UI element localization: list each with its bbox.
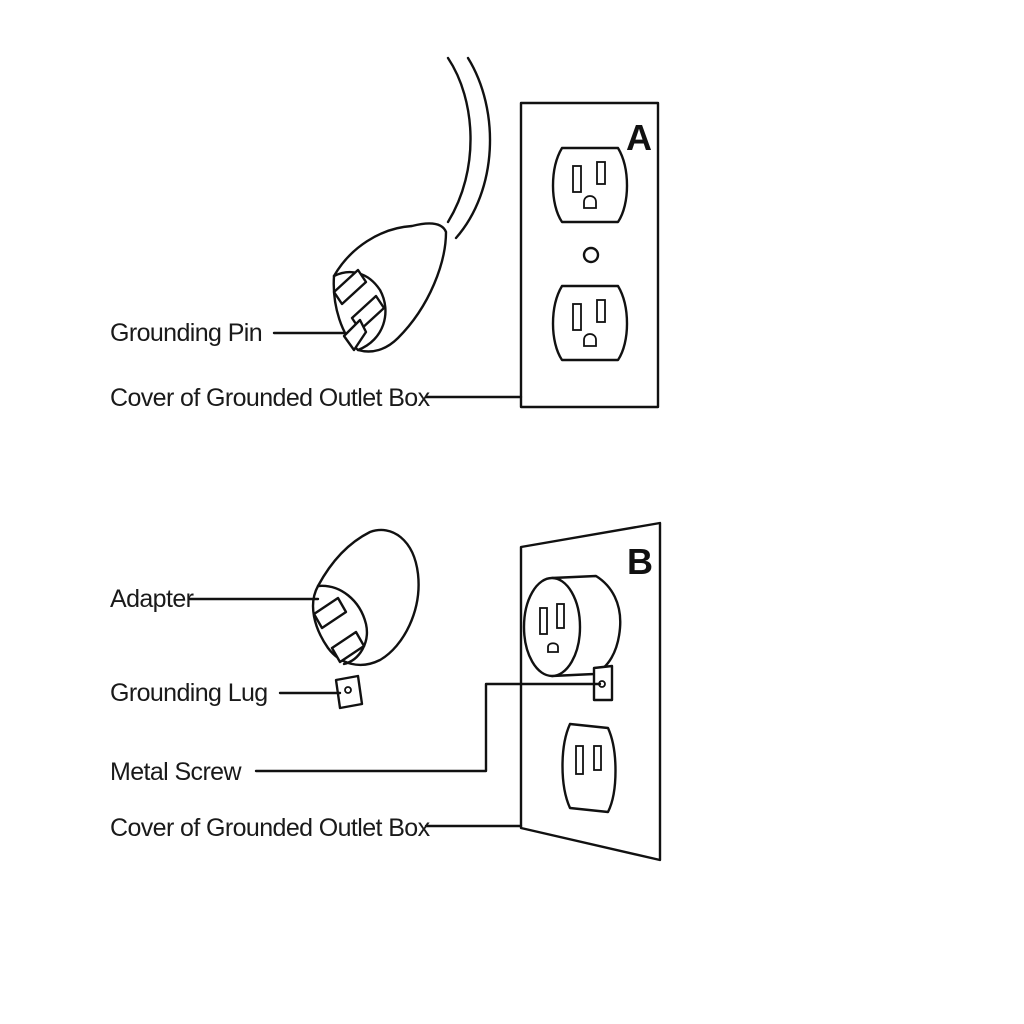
receptacle-b-bottom [561,722,617,814]
label-metal-screw: Metal Screw [110,758,242,786]
cover-screw [582,246,600,264]
label-adapter: Adapter [110,585,194,613]
adapter-body [311,528,420,667]
leader-metal-screw [254,682,602,773]
grounding-pin [342,318,368,352]
adapter-blade-top [312,596,348,630]
metal-screw [592,664,614,702]
panel-letter-b: B [627,541,653,582]
adapter-blade-bottom [330,630,366,664]
panel-a: A Grounding Pin Cover of Grounded Outlet… [110,56,660,412]
adapter-face [316,584,369,666]
panel-letter-a: A [626,117,652,158]
plug-face [332,270,387,352]
installed-adapter [522,574,622,678]
label-grounding-lug: Grounding Lug [110,679,268,707]
power-cord [446,56,492,240]
plug-blade-top [332,268,368,306]
panel-b: B Adapter Grounding Lug Metal Screw [110,521,662,862]
label-grounding-pin: Grounding Pin [110,319,262,347]
label-cover-b: Cover of Grounded Outlet Box [110,814,431,842]
grounding-lug-hole [344,686,352,694]
receptacle-bottom [551,284,629,362]
label-cover-a: Cover of Grounded Outlet Box [110,384,431,412]
receptacle-top [551,146,629,224]
